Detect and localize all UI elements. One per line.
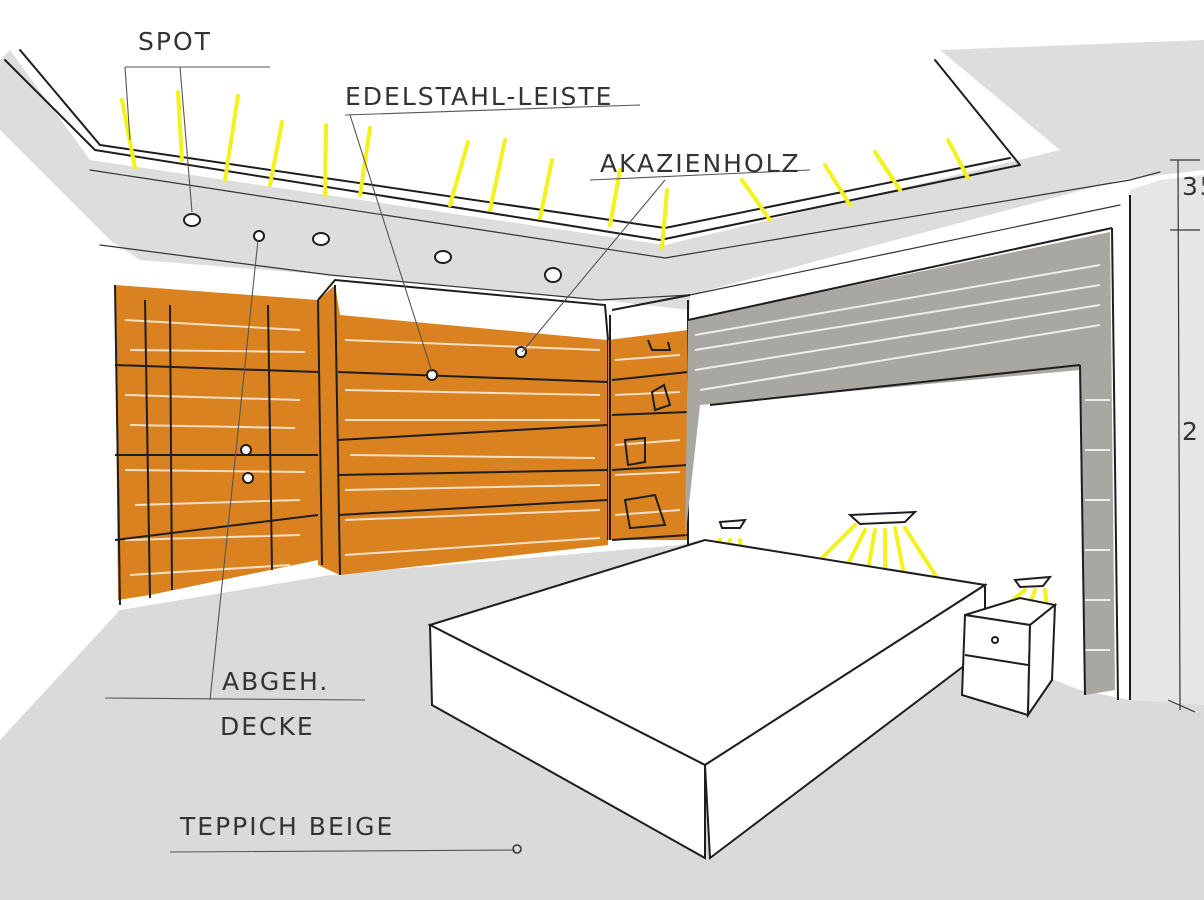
nightstand (960, 596, 1058, 719)
label-teppich-beige: TEPPICH BEIGE (179, 812, 394, 841)
leader-end-dot (512, 844, 522, 854)
spot-icon (434, 250, 452, 264)
stone-frame (685, 195, 1131, 701)
lamp-icon (847, 510, 918, 526)
spot-icon (312, 232, 330, 246)
right-wall (1130, 175, 1204, 705)
upper-wall-strip (317, 278, 691, 341)
spot-icon (544, 267, 562, 283)
wood-panel-middle (317, 284, 609, 576)
dimension-lines (1167, 159, 1200, 713)
leader-lines (104, 66, 811, 854)
switch-icon (240, 444, 252, 456)
ceiling-spots (183, 213, 562, 283)
ceiling-opening (20, 52, 1020, 235)
lamp-icon (718, 518, 747, 529)
label-akazienholz: AKAZIENHOLZ (600, 149, 801, 178)
label-abgeh-decke-line2: DECKE (220, 712, 315, 741)
wood-panel-left (114, 284, 319, 606)
dimension-top: 35 (1182, 172, 1204, 201)
label-abgeh-decke-line1: ABGEH. (222, 667, 329, 696)
label-spot: SPOT (138, 27, 212, 56)
spot-icon (253, 230, 265, 242)
accent-dot (426, 369, 438, 381)
label-edelstahl-leiste: EDELSTAHL-LEISTE (345, 82, 613, 111)
spot-icon (183, 213, 201, 227)
bed (427, 538, 988, 860)
knob-icon (991, 636, 999, 644)
dimension-side: 2 (1182, 417, 1200, 446)
ceiling-outline (4, 49, 1161, 301)
switch-icon (242, 472, 254, 484)
pendant-lamps (718, 510, 1053, 589)
lamp-icon (1013, 575, 1053, 589)
wood-panel-shelves (608, 300, 689, 545)
suspended-ceiling-left (0, 40, 1204, 310)
